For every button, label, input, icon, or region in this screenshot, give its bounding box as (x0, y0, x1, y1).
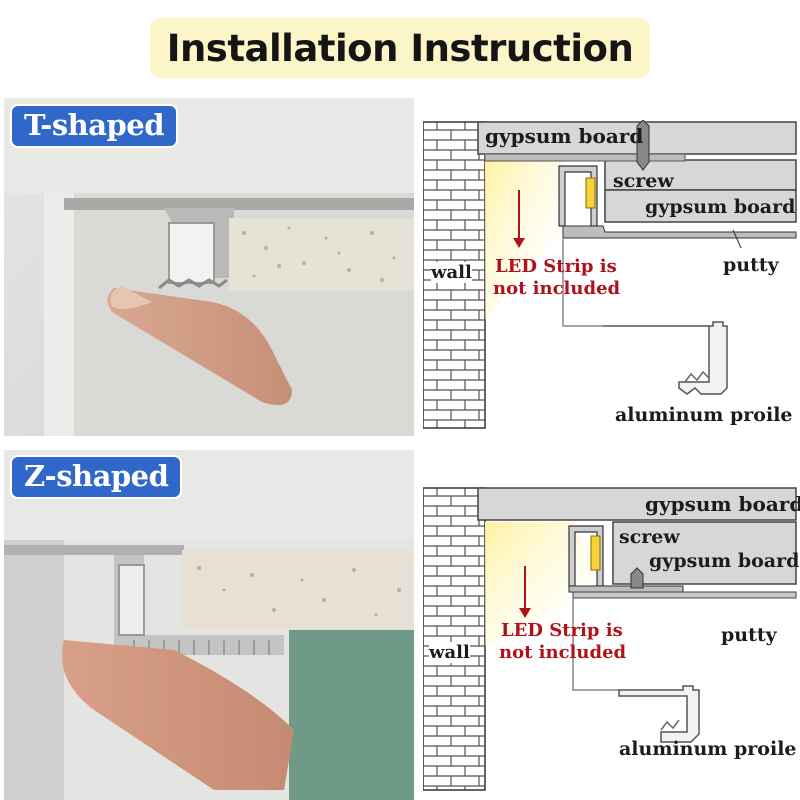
z-shaped-photo (4, 450, 414, 800)
gypsum-inner-label: gypsum board (645, 196, 796, 218)
putty-label: putty (721, 624, 777, 646)
gypsum-inner-label: gypsum board (649, 550, 800, 572)
wall-label: wall (431, 262, 472, 283)
z-shaped-diagram: gypsum board screw gypsum board wall LED… (423, 486, 800, 792)
aluminum-profile-label: aluminum proile (619, 738, 797, 760)
screw-label: screw (613, 170, 674, 192)
led-note-line1: LED Strip is (495, 256, 617, 277)
t-shaped-diagram: gypsum board screw gypsum board wall LED… (423, 120, 798, 432)
putty-label: putty (723, 254, 779, 276)
gypsum-top-label: gypsum board (645, 492, 800, 516)
led-note-line2: not included (493, 278, 621, 299)
led-note-line2: not included (499, 642, 627, 663)
screw-label: screw (619, 526, 680, 548)
t-shaped-badge: T-shaped (10, 104, 179, 148)
z-shaped-badge: Z-shaped (10, 455, 183, 499)
page-title: Installation Instruction (166, 26, 634, 70)
led-note-line1: LED Strip is (501, 620, 623, 641)
t-shaped-photo (4, 98, 414, 436)
title-banner: Installation Instruction (150, 18, 650, 78)
aluminum-profile-label: aluminum proile (615, 404, 793, 426)
wall-label: wall (429, 642, 470, 663)
gypsum-top-label: gypsum board (485, 124, 644, 148)
